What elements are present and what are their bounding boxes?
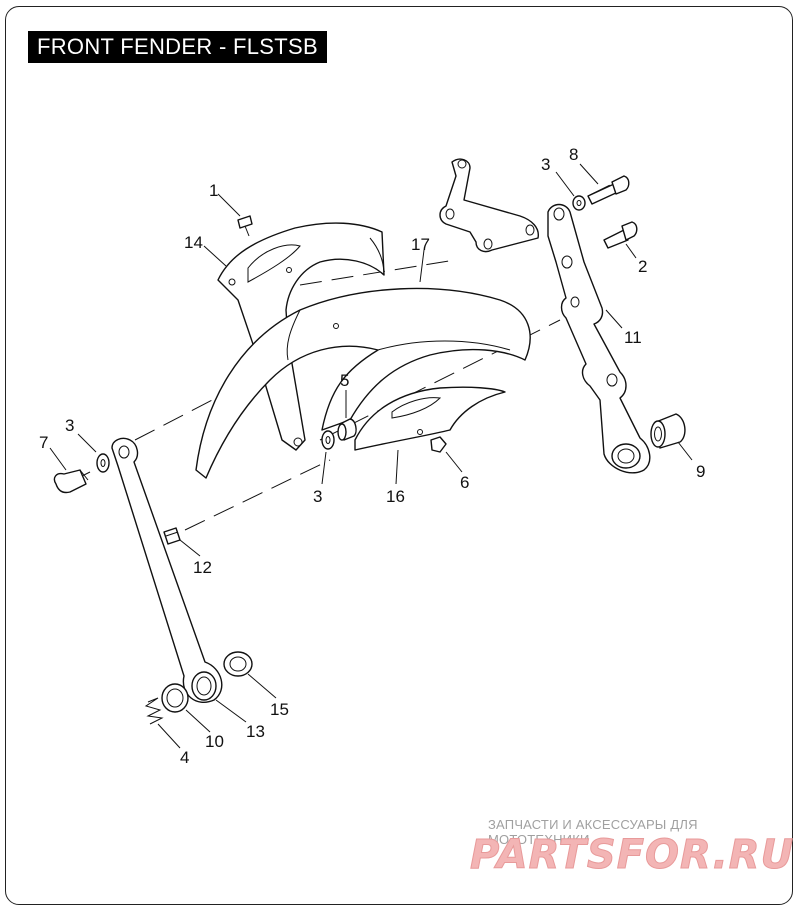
- acorn-nut-part-7[interactable]: [53, 469, 91, 494]
- callout-17: 17: [411, 235, 430, 254]
- callout-5: 5: [340, 371, 349, 390]
- spacer-ring-part-15[interactable]: [223, 651, 253, 677]
- stud-part-12[interactable]: [163, 527, 181, 545]
- watermark-tagline: ЗАПЧАСТИ И АКСЕССУАРЫ ДЛЯ МОТОТЕХНИКИ: [488, 817, 698, 847]
- callout-1: 1: [209, 181, 218, 200]
- callout-4: 4: [180, 748, 189, 767]
- washer-part-3-center[interactable]: [321, 430, 335, 450]
- callout-10: 10: [205, 732, 224, 751]
- callout-13: 13: [246, 722, 265, 741]
- watermark-logo: PARTSFOR.RU: [469, 832, 795, 879]
- callout-7: 7: [39, 433, 48, 452]
- strut-arm-part-13[interactable]: [111, 437, 223, 703]
- bolt-part-2[interactable]: [603, 221, 638, 249]
- callout-3-center: 3: [313, 487, 322, 506]
- nut-part-6[interactable]: [430, 436, 447, 453]
- callout-12: 12: [193, 558, 212, 577]
- callout-2: 2: [638, 257, 647, 276]
- fender-bracket-part-14[interactable]: [217, 222, 385, 451]
- page-border: [5, 6, 793, 905]
- screw-part-1[interactable]: [237, 215, 253, 237]
- callout-3-top: 3: [541, 155, 550, 174]
- washer-part-3-left[interactable]: [96, 453, 110, 473]
- washer-part-3-top[interactable]: [572, 195, 586, 211]
- spring-clip-part-4[interactable]: [144, 697, 164, 725]
- upper-linkage-bracket[interactable]: [439, 158, 539, 253]
- callout-14: 14: [184, 233, 203, 252]
- bushing-part-10[interactable]: [161, 683, 189, 713]
- bushing-part-9[interactable]: [650, 413, 686, 449]
- callout-8: 8: [569, 145, 578, 164]
- callout-9: 9: [696, 462, 705, 481]
- callout-6: 6: [460, 473, 469, 492]
- callout-3-left: 3: [65, 416, 74, 435]
- spacer-part-5[interactable]: [337, 418, 357, 441]
- callout-15: 15: [270, 700, 289, 719]
- fender-tip-part-16[interactable]: [354, 386, 506, 451]
- leader-lines: [49, 163, 693, 749]
- bolt-part-8[interactable]: [587, 175, 630, 205]
- fender-part-17[interactable]: [195, 287, 531, 479]
- diagram-title: FRONT FENDER - FLSTSB: [28, 31, 327, 63]
- callout-labels: 1 14 17 2 3 8 11 9 5 3 16 6 3 7 12 15 13…: [39, 145, 705, 767]
- callout-16: 16: [386, 487, 405, 506]
- callout-11: 11: [624, 328, 642, 347]
- right-strut-part-11[interactable]: [547, 203, 651, 474]
